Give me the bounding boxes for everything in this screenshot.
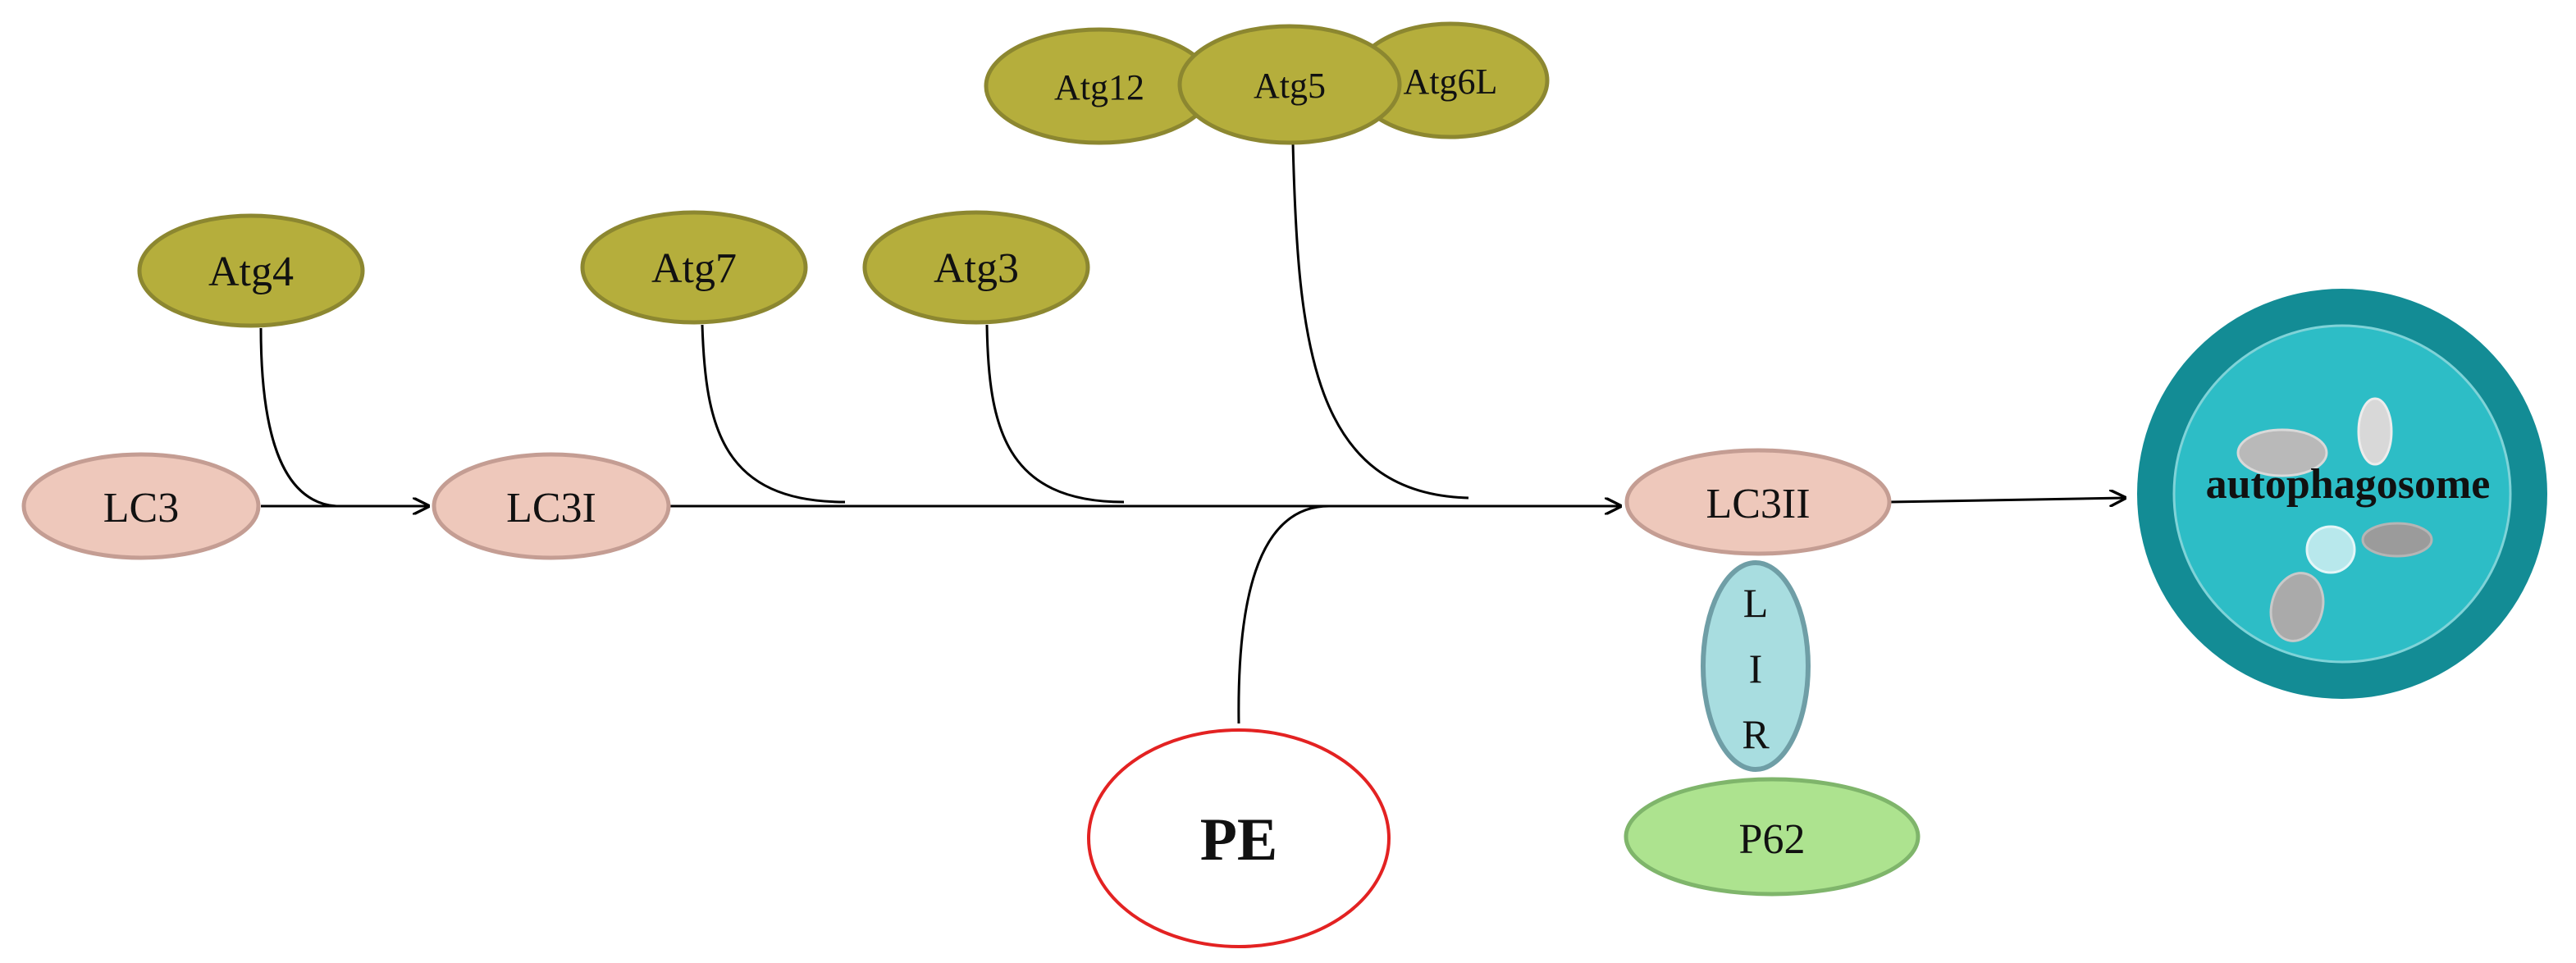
cargo-blob [2236,428,2328,477]
atg7-node: Atg7 [580,210,808,325]
atg3-connector [985,324,1125,504]
atg3-node: Atg3 [862,210,1090,325]
p62-node: P62 [1624,777,1921,897]
lir-letter-l: L [1743,580,1769,626]
atg12-node: Atg12 [984,27,1215,145]
cargo-blob [2269,572,2325,642]
atg7-label: Atg7 [651,245,737,292]
atg12-label: Atg12 [1054,67,1144,107]
cargo-blob [2305,525,2356,574]
lir-letter-i: I [1749,646,1763,691]
atg4-node: Atg4 [137,213,365,328]
atg5-complex-connector [1291,142,1469,500]
atg7-connector [701,324,846,504]
atg5-label: Atg5 [1254,66,1326,106]
pe-connector [1237,504,1330,724]
pe-node: PE [1087,728,1391,948]
atg4-label: Atg4 [208,249,294,295]
cargo-blob [2361,522,2433,558]
atg5-node: Atg5 [1177,24,1402,145]
pe-label: PE [1200,806,1278,874]
lc3ii-label: LC3II [1706,481,1810,527]
lc3-label: LC3 [103,485,179,532]
atg6l-node: Atg6L [1351,21,1550,139]
atg3-label: Atg3 [934,245,1019,292]
lc3i-node: LC3I [432,452,671,560]
atg6l-label: Atg6L [1404,62,1498,102]
lc3ii-to-autophagosome-arrow [1889,498,2125,502]
lir-letter-r: R [1742,711,1770,757]
cargo-blob [2357,397,2393,466]
p62-label: P62 [1739,816,1806,863]
lc3-node: LC3 [21,452,261,560]
lir-node: L I R [1701,560,1811,772]
lc3ii-node: LC3II [1624,448,1892,556]
atg4-connector [259,327,337,508]
atg12-atg5-atg6l-complex: Atg12 Atg6L Atg5 [984,21,1550,145]
autophagosome-node: autophagosome [2137,289,2547,699]
autophagosome-label: autophagosome [2206,461,2491,508]
lc3i-label: LC3I [506,485,596,532]
